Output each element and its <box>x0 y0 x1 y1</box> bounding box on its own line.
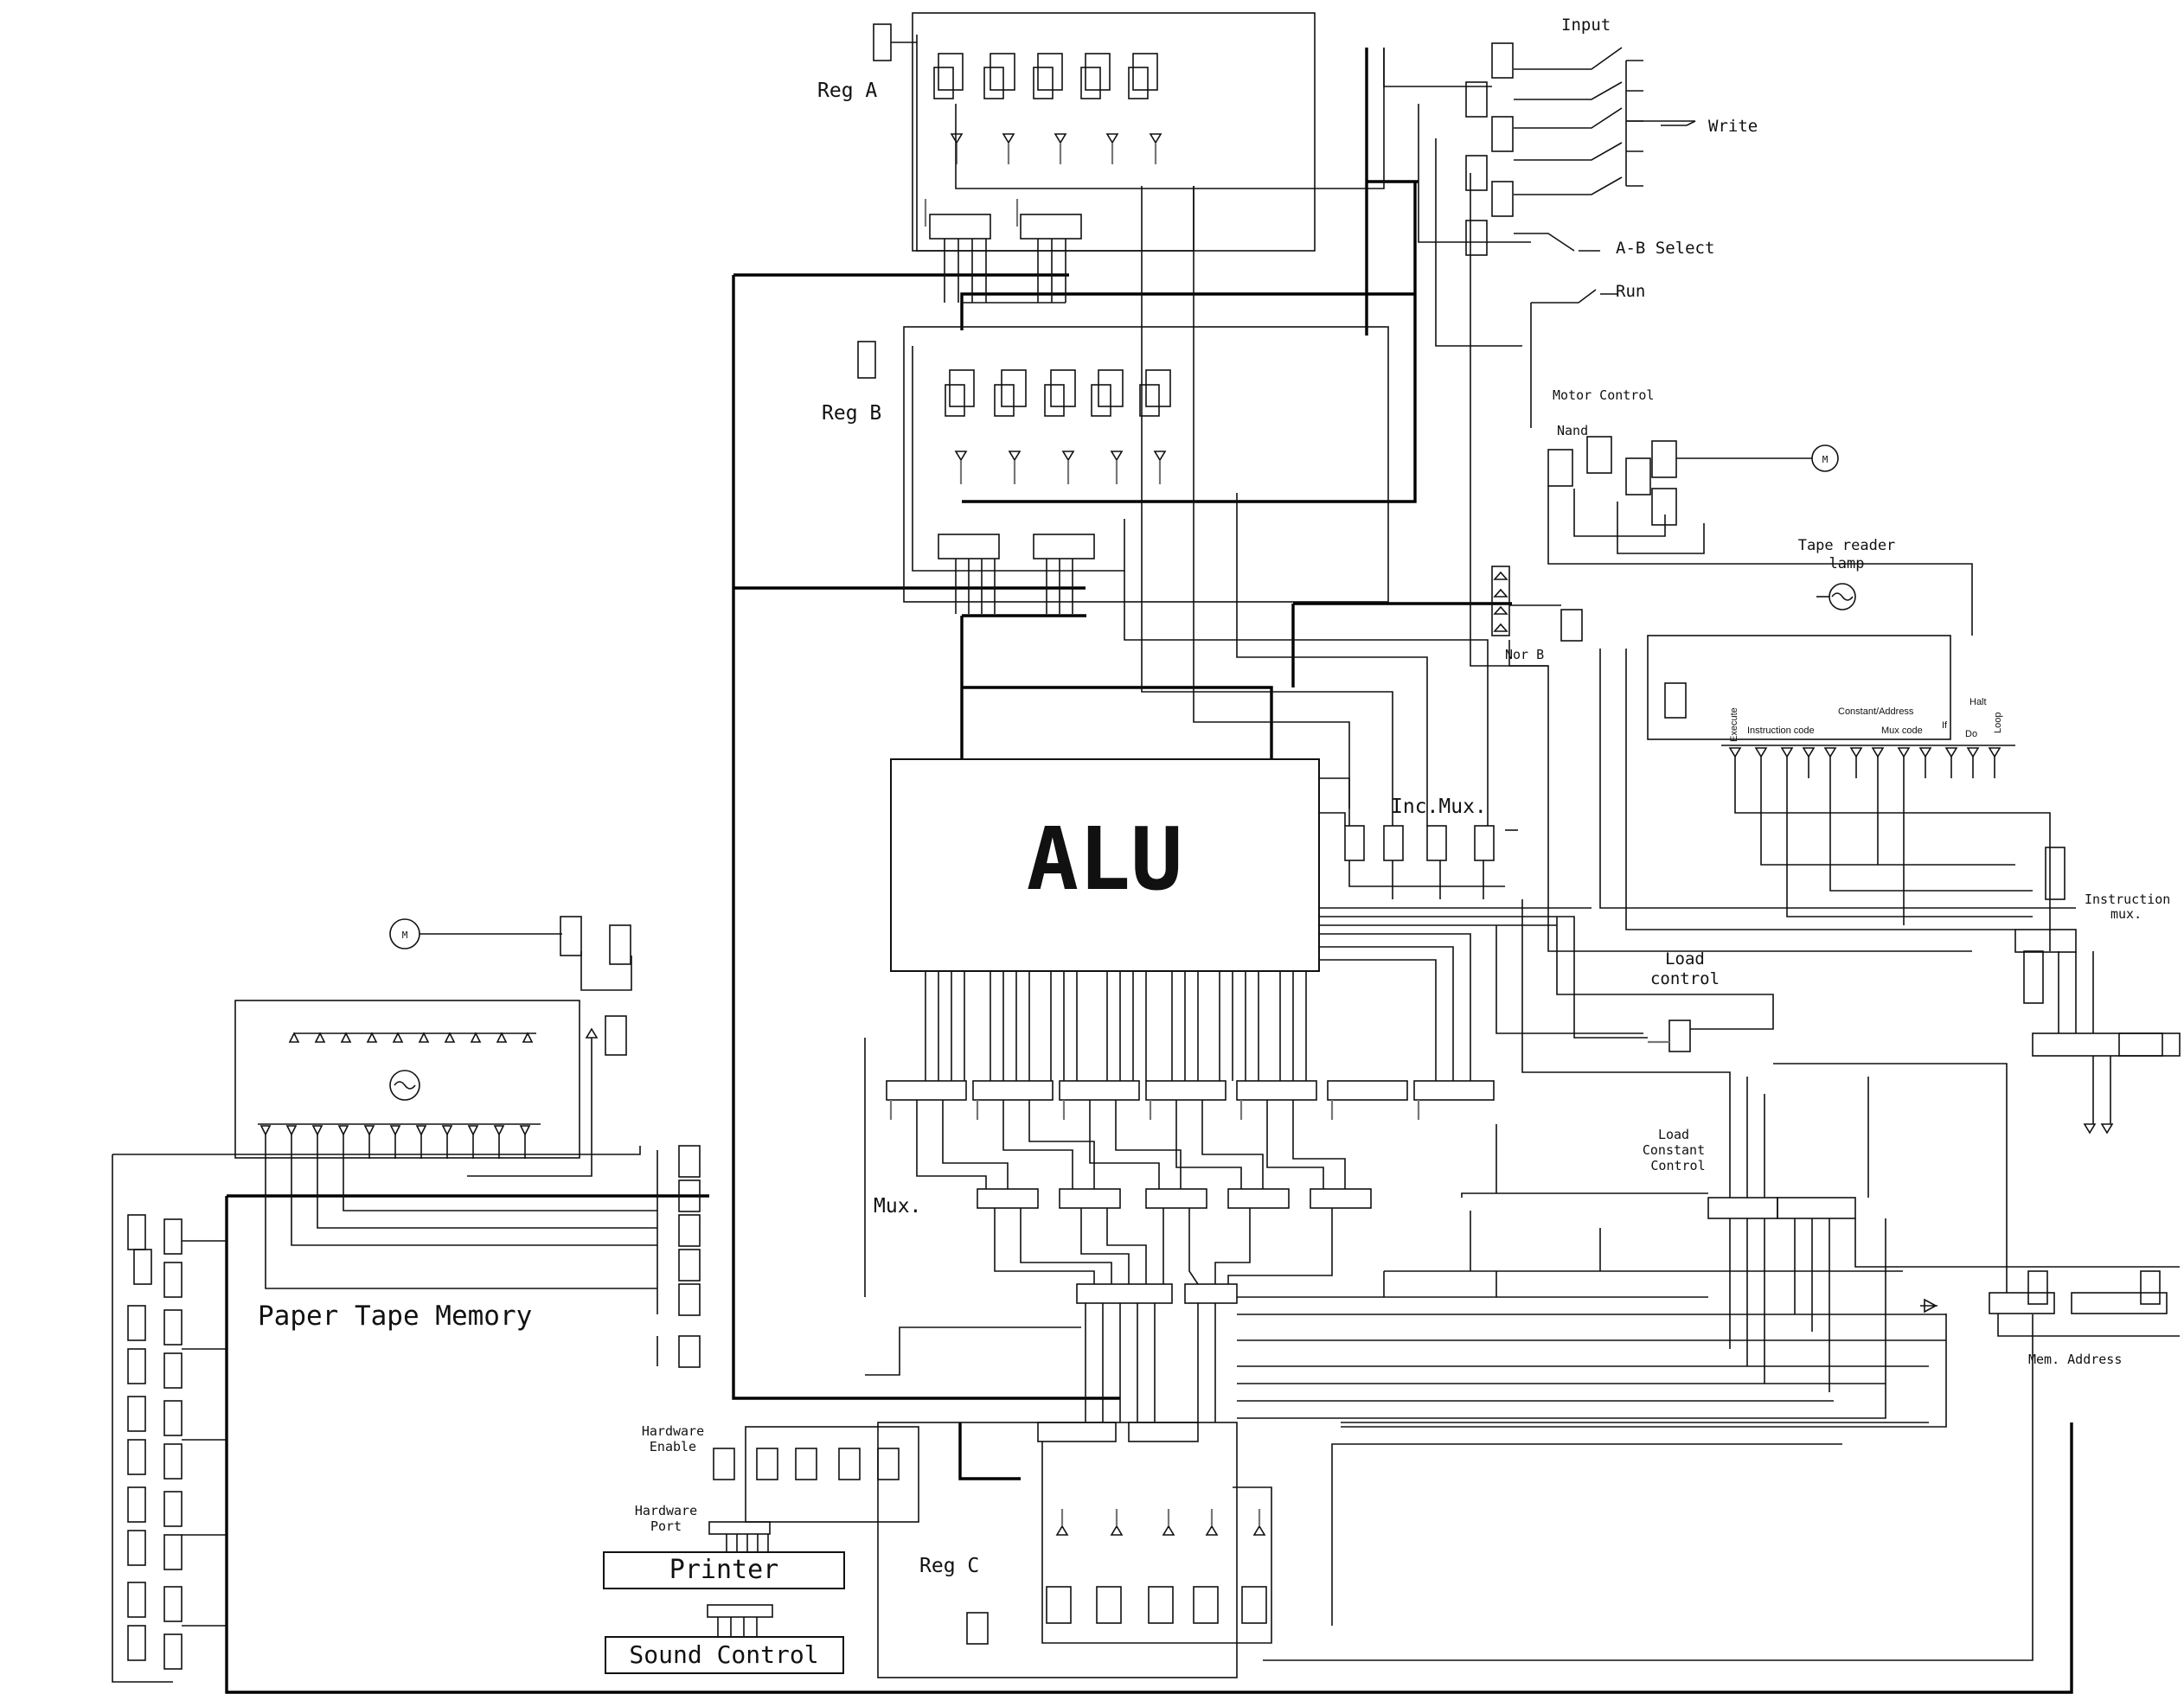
hardware-enable-label-2: Enable <box>650 1439 696 1454</box>
tape-motor-symbol: M <box>402 930 408 941</box>
load-control-label-1: Load <box>1665 949 1705 968</box>
instruction-mux-label-1: Instruction <box>2085 892 2170 907</box>
hardware-io-block: Printer Sound Control <box>603 1426 919 1674</box>
mem-address-label: Mem. Address <box>2028 1352 2122 1367</box>
motor-control-block <box>1547 436 1973 636</box>
motor-icon <box>1811 444 1839 472</box>
motor-symbol: M <box>1822 454 1829 465</box>
reg-c-block <box>877 1422 1272 1678</box>
paper-tape-memory-block <box>112 916 701 1683</box>
load-constant-control-label-3: Control <box>1650 1158 1705 1173</box>
sound-control-box <box>605 1636 844 1674</box>
reg-c-lamps <box>1055 1509 1266 1536</box>
tape-reader-lamp <box>1816 583 1856 610</box>
halt-label: Halt <box>1969 697 1987 707</box>
hardware-port-label-2: Port <box>650 1518 682 1534</box>
reg-b-selector <box>938 534 1095 614</box>
load-constant-control-block <box>1707 1077 1856 1392</box>
paper-tape-right-relays <box>656 1145 701 1368</box>
ab-select-label: A-B Select <box>1616 239 1714 258</box>
run-label: Run <box>1616 282 1645 301</box>
loop-label: Loop <box>1993 713 2003 733</box>
reg-b-label: Reg B <box>822 402 881 425</box>
reg-a-relays <box>933 53 1158 99</box>
load-control-block <box>1556 917 1774 1052</box>
mux-row-2 <box>916 1100 1372 1209</box>
tape-reader-lamp-label-1: Tape reader <box>1798 537 1896 554</box>
instruction-mux-label-2: mux. <box>2110 906 2142 922</box>
load-constant-control-label-1: Load <box>1658 1127 1689 1142</box>
instruction-mux-block <box>2014 847 2181 1135</box>
reg-b-relays <box>945 369 1171 417</box>
motor-control-label: Motor Control <box>1553 387 1654 403</box>
reg-a-selector <box>924 199 1082 304</box>
reg-a-lamps <box>950 133 1162 164</box>
if-label: If <box>1942 720 1948 731</box>
mem-address-block <box>1920 1270 2180 1337</box>
instruction-decoder <box>1647 635 2051 951</box>
mux-row-3 <box>994 1208 1333 1422</box>
hardware-enable-label-1: Hardware <box>642 1423 704 1439</box>
inc-mux-label: Inc.Mux. <box>1391 796 1487 818</box>
labels: Reg A Reg B Reg C Input Write A-B Select… <box>258 16 2170 1577</box>
sound-control-label: Sound Control <box>629 1640 818 1669</box>
alu-label: ALU <box>1027 809 1183 910</box>
mux-block <box>886 1080 1495 1422</box>
paper-tape-relays <box>127 1214 183 1670</box>
inc-mux-block <box>1319 812 1518 899</box>
printer-label: Printer <box>669 1555 778 1585</box>
hardware-port-label-1: Hardware <box>635 1503 697 1518</box>
mux-row-1 <box>886 1080 1495 1120</box>
printer-box <box>603 1551 845 1589</box>
alu-box <box>890 758 1320 972</box>
load-control-label-2: control <box>1650 969 1720 988</box>
main-buses <box>225 48 2073 1694</box>
mux-label: Mux. <box>874 1195 921 1218</box>
reg-c-label: Reg C <box>919 1555 979 1577</box>
write-label: Write <box>1708 117 1758 136</box>
input-label: Input <box>1561 16 1611 35</box>
alu-output-lines <box>925 933 1471 1081</box>
reg-b-block <box>857 326 1389 614</box>
nand-label: Nand <box>1557 423 1588 438</box>
execute-label: Execute <box>1729 707 1739 742</box>
mux-code-label: Mux code <box>1881 726 1923 736</box>
reg-a-label: Reg A <box>817 80 877 102</box>
nor-b-label: Nor B <box>1505 647 1544 662</box>
instruction-code-label: Instruction code <box>1747 726 1815 736</box>
cross-wiring <box>864 48 2180 1661</box>
paper-tape-memory-label: Paper Tape Memory <box>258 1301 532 1332</box>
tape-reader-lamp-label-2: lamp <box>1829 555 1865 572</box>
load-constant-control-label-2: Constant <box>1643 1142 1705 1158</box>
reg-a-block <box>873 12 1385 304</box>
reg-b-lamps <box>954 451 1167 484</box>
constant-address-label: Constant/Address <box>1838 706 1914 717</box>
tape-lamp-icon <box>389 1070 420 1101</box>
reg-c-relays <box>966 1586 1267 1645</box>
input-switches <box>1465 42 1696 428</box>
do-label: Do <box>1965 729 1977 739</box>
alu-block: ALU <box>890 758 1471 1081</box>
